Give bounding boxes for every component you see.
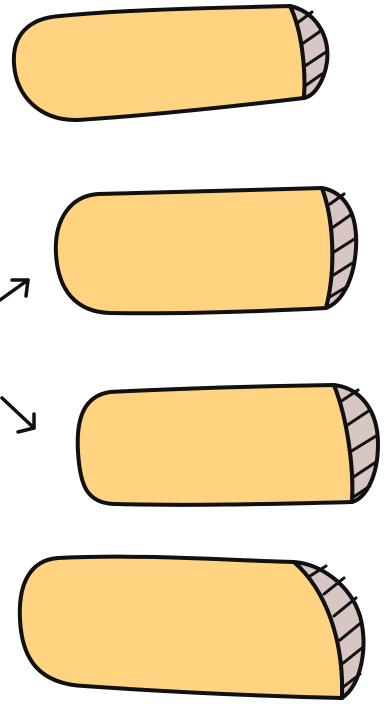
tab-2-cap-hatching bbox=[326, 192, 358, 300]
tab-2 bbox=[53, 186, 359, 316]
tab-4-body bbox=[17, 554, 345, 700]
tab-4 bbox=[17, 554, 366, 700]
tab-3-cap-hatching bbox=[338, 388, 378, 500]
arrow-up-right-icon bbox=[0, 278, 30, 302]
tab-4-cap-hatching bbox=[308, 564, 364, 690]
tab-3 bbox=[75, 383, 380, 507]
tab-2-body bbox=[53, 186, 335, 316]
tab-1-cap-hatching bbox=[294, 10, 328, 88]
arrow-down-right-icon bbox=[0, 396, 36, 434]
tab-1 bbox=[11, 4, 330, 123]
tab-3-body bbox=[75, 383, 355, 507]
tab-1-body bbox=[11, 4, 307, 123]
